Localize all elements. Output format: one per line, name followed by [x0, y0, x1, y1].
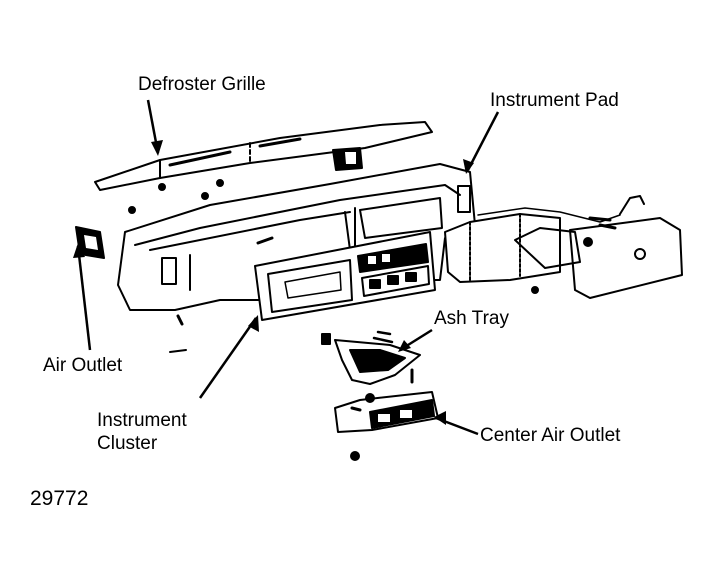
glovebox-part [444, 195, 683, 299]
label-defroster-grille: Defroster Grille [138, 74, 266, 95]
label-instrument-cluster-line1: Instrument [97, 410, 187, 431]
label-instrument-pad: Instrument Pad [490, 90, 619, 111]
figure-number: 29772 [30, 487, 89, 510]
label-instrument-cluster-line2: Cluster [97, 433, 158, 454]
label-center-air-outlet: Center Air Outlet [480, 425, 621, 446]
defroster-grille-part [94, 121, 433, 191]
center-air-outlet-part [334, 391, 439, 461]
label-ash-tray: Ash Tray [434, 308, 509, 329]
label-air-outlet: Air Outlet [43, 355, 123, 376]
ash-tray-part [321, 330, 421, 385]
instrument-cluster-part [254, 231, 436, 321]
